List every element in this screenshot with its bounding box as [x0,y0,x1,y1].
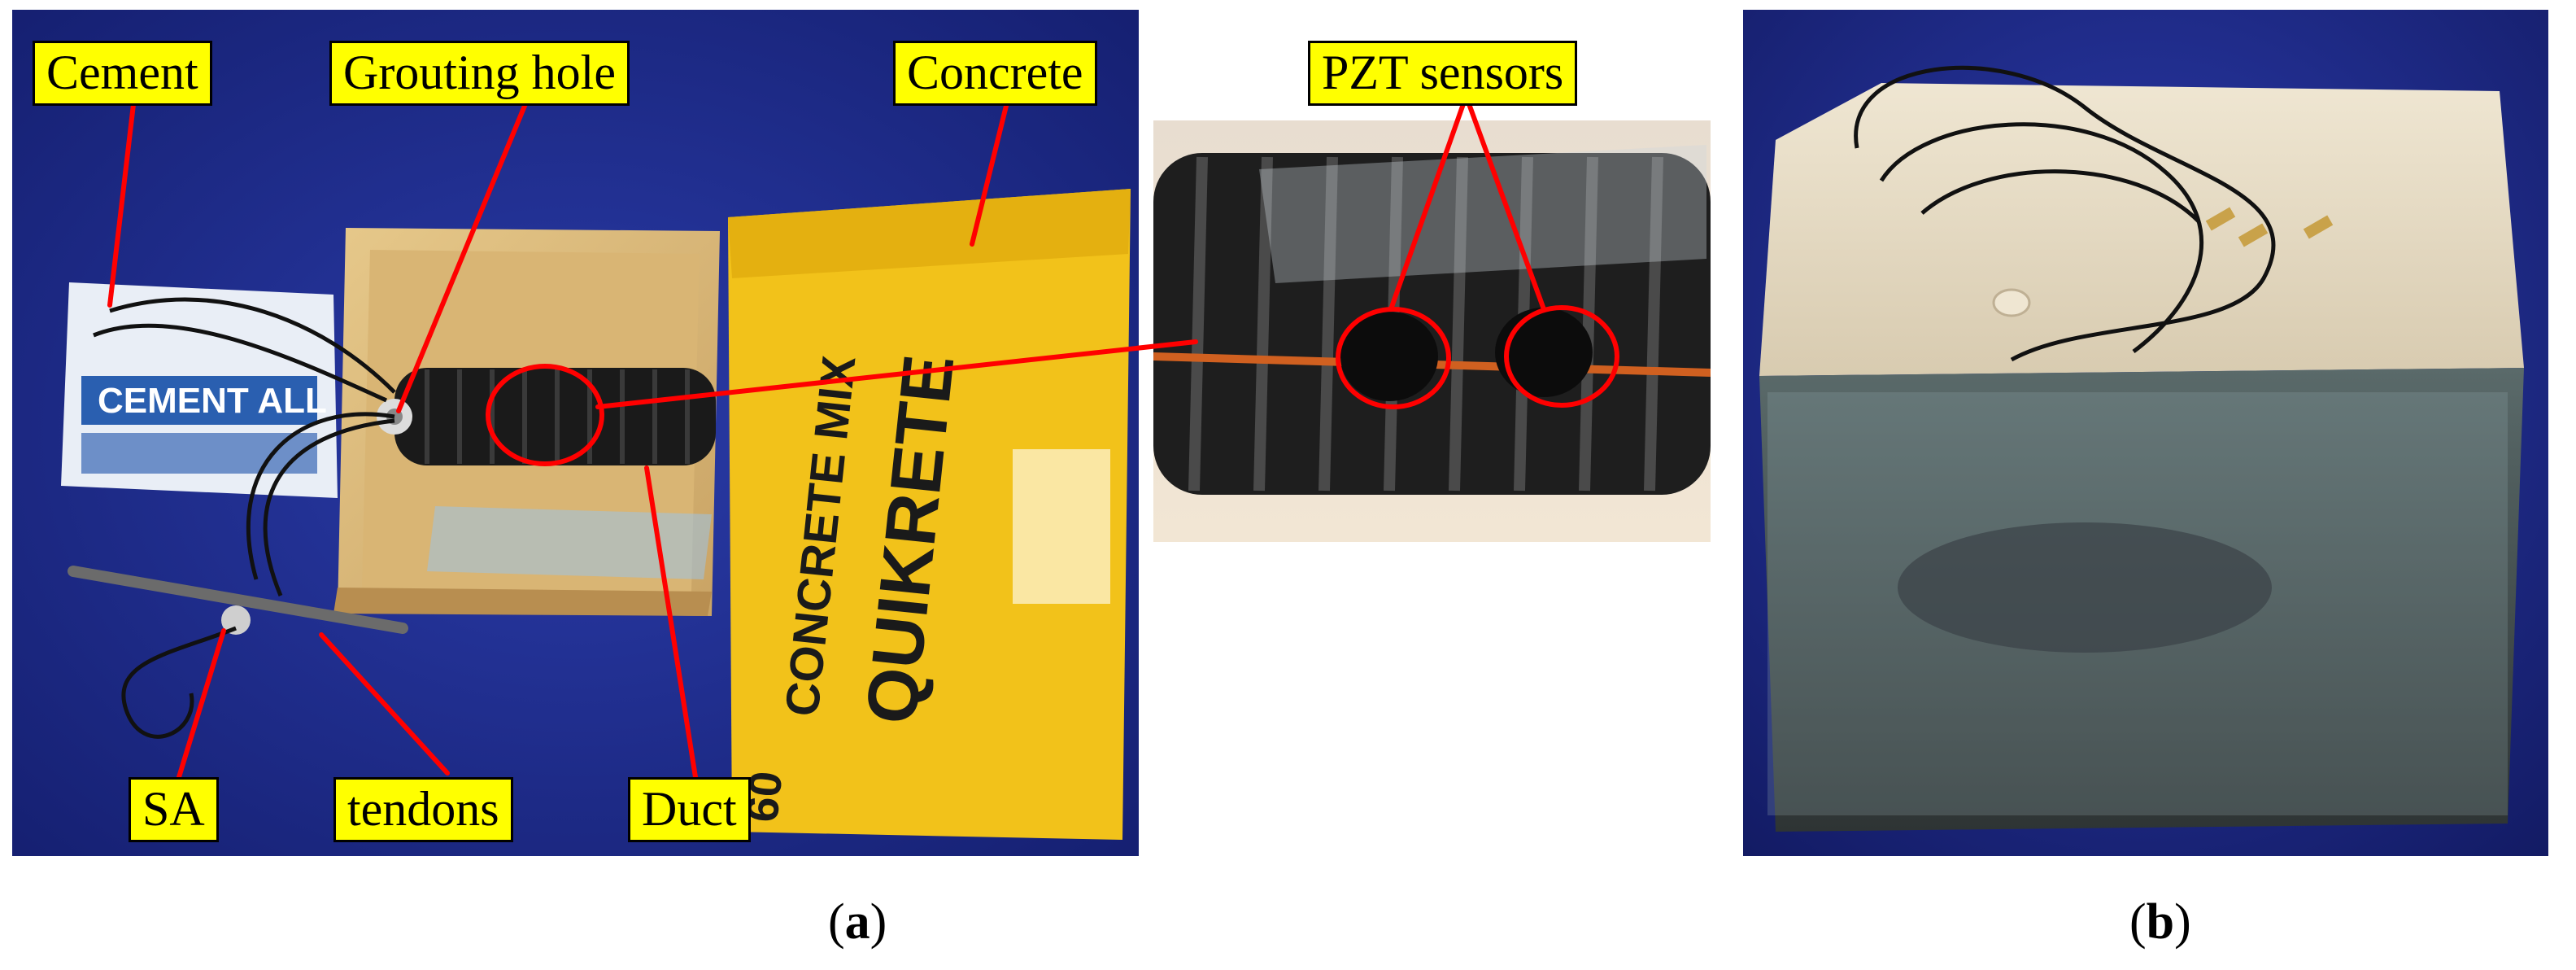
label-tendons: tendons [333,777,513,842]
caption-b: (b) [2129,894,2191,950]
photo-specimen-components: CEMENT ALL [12,10,1139,856]
photo-grouted-specimen [1743,10,2548,856]
label-grouting-hole: Grouting hole [329,41,630,106]
cement-bag: CEMENT ALL [61,282,338,498]
label-sa: SA [129,777,219,842]
label-cement: Cement [33,41,212,106]
concrete-bag: QUIKRETE CONCRETE MIX 60 [728,189,1131,840]
label-concrete: Concrete [893,41,1097,106]
label-pzt-sensors: PZT sensors [1308,41,1578,106]
photo-pzt-closeup [1153,120,1711,542]
label-duct: Duct [628,777,751,842]
sensor-wires [93,297,396,596]
duct-tube [377,368,716,465]
tendon-bar [68,566,408,634]
svg-text:CEMENT ALL: CEMENT ALL [98,381,327,421]
caption-a: (a) [828,894,887,950]
